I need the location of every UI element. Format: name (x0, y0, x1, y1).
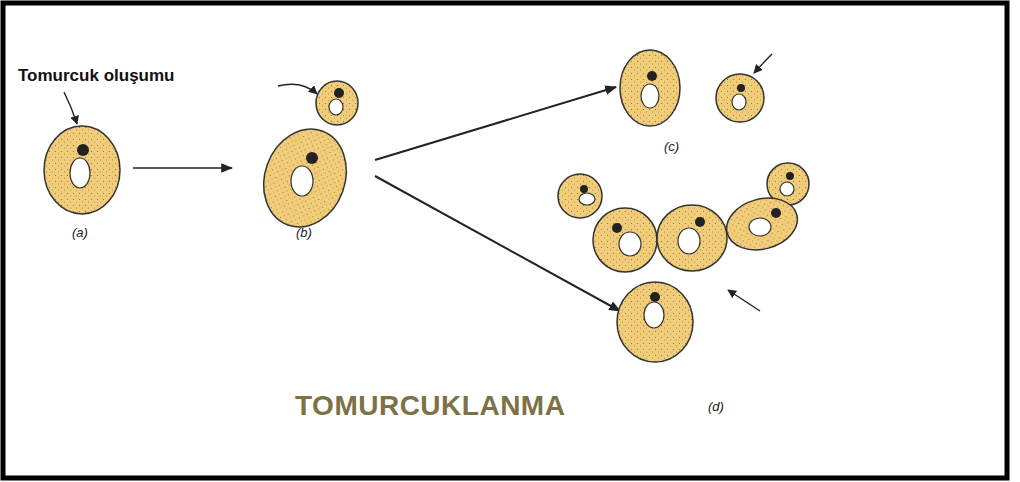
pointer-arrow (278, 84, 317, 94)
stage-arrow (133, 167, 232, 169)
stage-label: (b) (296, 226, 312, 241)
stage-label: (d) (708, 400, 724, 415)
stage-arrow (375, 176, 620, 311)
callout-label: Tomurcuk oluşumu (18, 66, 174, 86)
leader-arrow (64, 92, 77, 124)
stage-label: (c) (664, 140, 679, 155)
frame (3, 3, 1007, 478)
pointer-arrow (728, 290, 760, 311)
budding-cell (250, 81, 359, 239)
separated-cells (620, 50, 764, 126)
stage-label: (a) (72, 226, 88, 241)
yeast-cell (44, 126, 120, 214)
stage-arrow (375, 87, 616, 160)
pointer-arrow (754, 54, 772, 73)
cell-colony (558, 163, 809, 362)
diagram-title: TOMURCUKLANMA (295, 390, 565, 422)
